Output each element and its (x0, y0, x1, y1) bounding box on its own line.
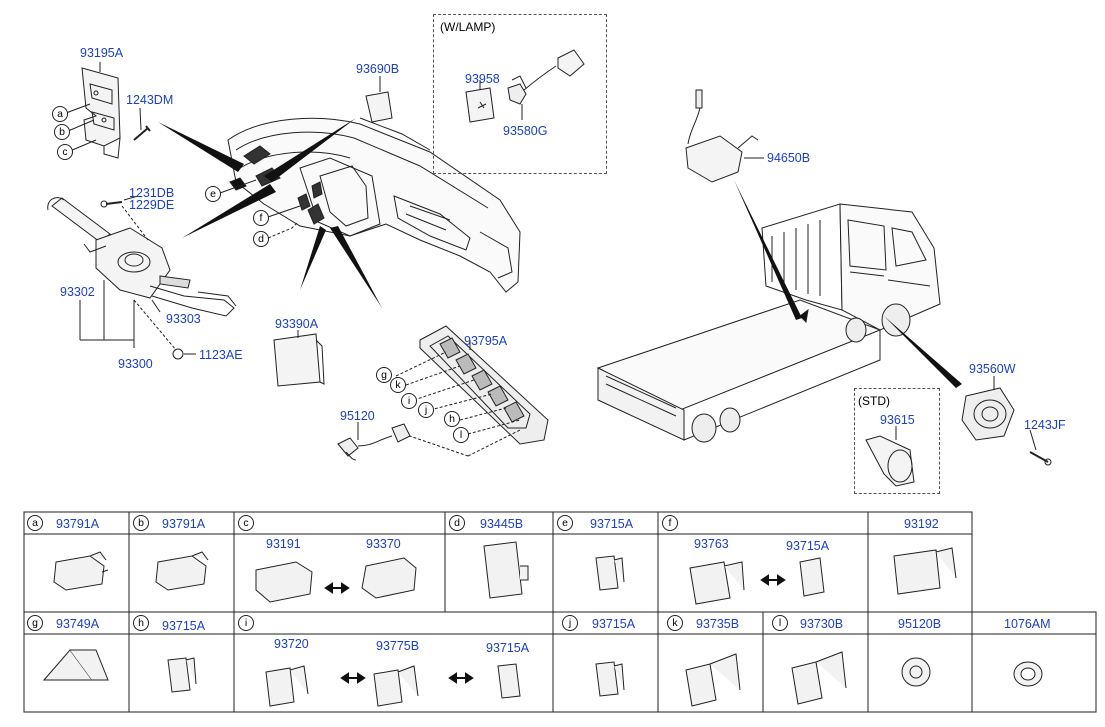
table-part-d[interactable]: 93445B (480, 517, 524, 531)
callout-93303[interactable]: 93303 (166, 312, 201, 326)
ref-k[interactable]: k (390, 377, 406, 393)
callout-94650B[interactable]: 94650B (767, 151, 811, 165)
callout-93795A[interactable]: 93795A (464, 334, 508, 348)
table-letter-g: g (27, 615, 43, 631)
ref-c[interactable]: c (57, 144, 73, 160)
table-letter-j: j (562, 615, 578, 631)
ref-l[interactable]: l (453, 427, 469, 443)
std-box (854, 388, 940, 494)
callout-93560W[interactable]: 93560W (969, 362, 1016, 376)
table-part-g[interactable]: 93749A (56, 617, 100, 631)
table-letter-d: d (449, 515, 465, 531)
table-part-i-1[interactable]: 93720 (274, 637, 309, 651)
ref-g[interactable]: g (376, 367, 392, 383)
table-letter-e: e (557, 515, 573, 531)
table-letter-i: i (238, 615, 254, 631)
table-part-k[interactable]: 93735B (696, 617, 740, 631)
table-letter-h: h (133, 615, 149, 631)
ref-h[interactable]: h (444, 411, 460, 427)
combination-switch-drawing (47, 197, 237, 317)
table-part-m[interactable]: 95120B (898, 617, 942, 631)
interchange-arrows (324, 574, 786, 684)
callout-93690B[interactable]: 93690B (356, 62, 400, 76)
table-part-b[interactable]: 93791A (162, 517, 206, 531)
callout-95120[interactable]: 95120 (340, 409, 375, 423)
callout-93302[interactable]: 93302 (60, 285, 95, 299)
table-part-c-1[interactable]: 93191 (266, 537, 301, 551)
dashboard-drawing (227, 117, 521, 293)
ref-j[interactable]: j (418, 402, 434, 418)
table-part-i-2[interactable]: 93775B (376, 639, 420, 653)
switch-panel-drawing (419, 325, 549, 445)
callout-93195A[interactable]: 93195A (80, 46, 124, 60)
std-label: (STD) (858, 394, 890, 408)
table-letter-a: a (27, 515, 43, 531)
table-part-o[interactable]: 1076AM (1004, 617, 1051, 631)
callout-93580G[interactable]: 93580G (503, 124, 548, 138)
callout-1243JF[interactable]: 1243JF (1024, 418, 1066, 432)
ref-i[interactable]: i (401, 393, 417, 409)
callout-1231DB[interactable]: 1231DB (129, 186, 175, 200)
table-part-l[interactable]: 93730B (800, 617, 844, 631)
table-part-sketches (42, 541, 1043, 707)
table-part-c-2[interactable]: 93370 (366, 537, 401, 551)
table-part-e[interactable]: 93715A (590, 517, 634, 531)
table-part-j[interactable]: 93715A (592, 617, 636, 631)
table-letter-k: k (667, 615, 683, 631)
callout-93300[interactable]: 93300 (118, 357, 153, 371)
ref-f[interactable]: f (253, 210, 269, 226)
ref-d[interactable]: d (253, 231, 269, 247)
table-part-f-2[interactable]: 93715A (786, 539, 830, 553)
callout-1123AE[interactable]: 1123AE (199, 348, 243, 362)
table-part-f-1[interactable]: 93763 (694, 537, 729, 551)
table-part-i-3[interactable]: 93715A (486, 641, 530, 655)
callout-93958[interactable]: 93958 (465, 72, 500, 86)
bracket-93195A-drawing (81, 67, 121, 159)
table-letter-l: l (772, 615, 788, 631)
ref-b[interactable]: b (54, 124, 70, 140)
table-part-n[interactable]: 93192 (904, 517, 939, 531)
callout-93390A[interactable]: 93390A (275, 317, 319, 331)
w-lamp-label: (W/LAMP) (440, 20, 496, 34)
parts-table-grid (23, 511, 1097, 713)
callout-93615[interactable]: 93615 (880, 413, 915, 427)
table-part-h[interactable]: 93715A (162, 619, 206, 633)
callout-1243DM[interactable]: 1243DM (126, 93, 174, 107)
table-letter-f: f (662, 515, 678, 531)
table-part-a[interactable]: 93791A (56, 517, 100, 531)
table-letter-b: b (133, 515, 149, 531)
table-letter-c: c (238, 515, 254, 531)
ref-e[interactable]: e (205, 186, 221, 202)
truck-drawing (596, 203, 941, 443)
callout-1229DE[interactable]: 1229DE (129, 198, 175, 212)
ref-a[interactable]: a (52, 106, 68, 122)
w-lamp-box (433, 14, 607, 174)
